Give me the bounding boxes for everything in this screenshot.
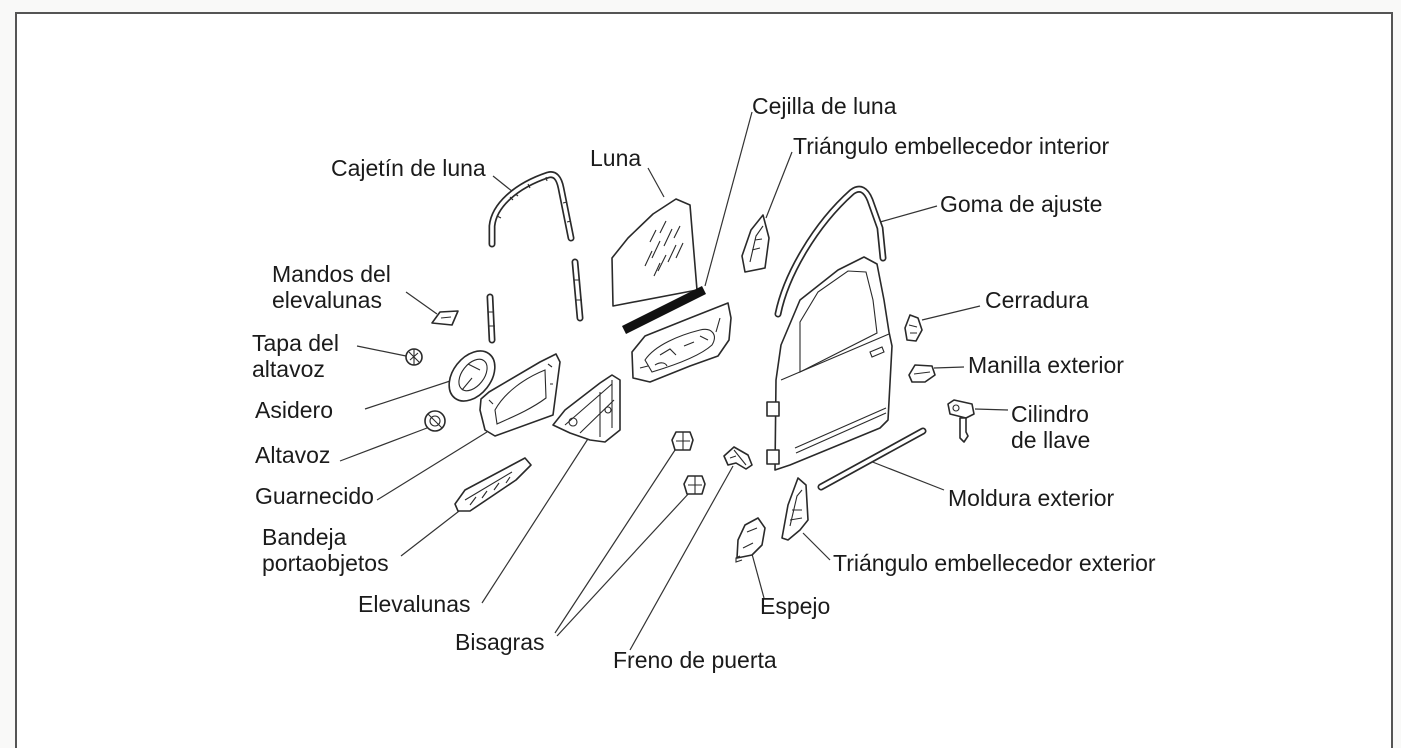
label-manilla-exterior-text: Manilla exterior: [968, 352, 1124, 378]
cejilla-strip: [621, 285, 707, 335]
leader-bisagra-superior: [554, 446, 678, 634]
label-espejo-text: Espejo: [760, 593, 831, 619]
leader-cerradura: [921, 305, 981, 321]
label-cejilla-de-luna-text: Cejilla de luna: [752, 93, 897, 119]
leader-luna: [647, 167, 665, 198]
part-bisagras: [671, 431, 706, 495]
leader-goma-de-ajuste: [879, 205, 938, 223]
label-asidero-text: Asidero: [255, 397, 333, 423]
label-altavoz: Altavoz: [255, 442, 330, 468]
label-tapa-line-1: Tapa del: [252, 330, 339, 356]
label-cilindro-line-1: Cilindro: [1011, 401, 1089, 427]
part-manilla-exterior: [908, 364, 936, 383]
leader-freno-de-puerta: [629, 465, 734, 651]
label-elevalunas-text: Elevalunas: [358, 591, 471, 617]
leader-elevalunas: [481, 413, 605, 604]
part-cejilla-de-luna: [621, 285, 707, 335]
label-cilindro-line-2: de llave: [1011, 427, 1091, 453]
label-bisagras-text: Bisagras: [455, 629, 545, 655]
label-goma-de-ajuste-text: Goma de ajuste: [940, 191, 1103, 217]
label-goma-de-ajuste: Goma de ajuste: [940, 191, 1102, 217]
label-cilindro-de-llave: Cilindro de llave: [1011, 401, 1090, 453]
label-triangulo-embellecedor-exterior: Triángulo embellecedor exterior: [833, 550, 1156, 576]
part-cilindro-de-llave: [947, 399, 975, 443]
figure-frame: [15, 12, 1393, 748]
label-luna: Luna: [590, 145, 641, 171]
part-luna: [611, 198, 698, 307]
label-cerradura-text: Cerradura: [985, 287, 1089, 313]
part-tapa-del-altavoz: [405, 348, 423, 366]
label-manilla-exterior: Manilla exterior: [968, 352, 1124, 378]
label-tapa-del-altavoz: Tapa del altavoz: [252, 330, 339, 382]
leader-asidero: [364, 380, 451, 410]
part-goma-de-ajuste: [774, 185, 887, 318]
leader-bisagra-inferior: [556, 491, 691, 637]
door-hinge-tab-upper: [766, 401, 780, 417]
label-bisagras: Bisagras: [455, 629, 544, 655]
part-moldura-exterior: [817, 427, 927, 491]
leader-mandos: [405, 291, 438, 315]
part-elevalunas: [552, 374, 621, 443]
part-cerradura: [904, 314, 923, 342]
part-bandeja-portaobjetos: [454, 457, 532, 512]
leader-tapa-altavoz: [356, 345, 407, 357]
label-freno-de-puerta-text: Freno de puerta: [613, 647, 777, 673]
leader-espejo: [751, 553, 765, 599]
label-cerradura: Cerradura: [985, 287, 1089, 313]
leader-altavoz: [339, 427, 428, 462]
label-altavoz-text: Altavoz: [255, 442, 331, 468]
label-bandeja-line-2: portaobjetos: [262, 550, 389, 576]
label-moldura-exterior: Moldura exterior: [948, 485, 1114, 511]
label-freno-de-puerta: Freno de puerta: [613, 647, 777, 673]
label-guarnecido-text: Guarnecido: [255, 483, 374, 509]
label-espejo: Espejo: [760, 593, 830, 619]
leader-cejilla-de-luna: [704, 111, 753, 287]
part-triangulo-embellecedor-interior: [741, 214, 770, 273]
label-bandeja-portaobjetos: Bandeja portaobjetos: [262, 524, 389, 576]
label-triangulo-embellecedor-interior: Triángulo embellecedor interior: [793, 133, 1109, 159]
label-elevalunas: Elevalunas: [358, 591, 471, 617]
label-guarnecido: Guarnecido: [255, 483, 374, 509]
part-mandos-del-elevalunas: [431, 310, 459, 326]
part-altavoz: [424, 410, 446, 432]
leader-cilindro: [974, 408, 1009, 411]
leader-guarnecido: [376, 431, 488, 501]
label-cajetin-de-luna-text: Cajetín de luna: [331, 155, 486, 181]
label-mandos-line-1: Mandos del: [272, 261, 391, 287]
part-puerta-exterior: [766, 256, 893, 471]
door-hinge-tab-lower: [766, 449, 780, 465]
leader-triangulo-exterior: [802, 532, 831, 561]
label-bandeja-line-1: Bandeja: [262, 524, 347, 550]
leader-bandeja: [400, 507, 464, 557]
label-moldura-exterior-text: Moldura exterior: [948, 485, 1115, 511]
part-espejo: [735, 517, 766, 563]
leader-triangulo-interior: [765, 151, 793, 219]
label-mandos-line-2: elevalunas: [272, 287, 382, 313]
part-freno-de-puerta: [723, 446, 753, 470]
label-asidero: Asidero: [255, 397, 333, 423]
label-cejilla-de-luna: Cejilla de luna: [752, 93, 896, 119]
label-mandos-del-elevalunas: Mandos del elevalunas: [272, 261, 391, 313]
leader-manilla-exterior: [933, 366, 965, 369]
label-triangulo-embellecedor-exterior-text: Triángulo embellecedor exterior: [833, 550, 1156, 576]
label-triangulo-embellecedor-interior-text: Triángulo embellecedor interior: [793, 133, 1110, 159]
part-guarnecido: [479, 353, 561, 437]
leader-moldura-exterior: [869, 460, 945, 491]
part-triangulo-embellecedor-exterior: [781, 477, 809, 541]
part-panel-interior: [631, 302, 732, 383]
label-luna-text: Luna: [590, 145, 642, 171]
label-cajetin-de-luna: Cajetín de luna: [331, 155, 486, 181]
part-asidero: [448, 350, 496, 402]
leader-lines: [339, 111, 1009, 651]
part-cajetin-de-luna: [486, 171, 584, 344]
label-tapa-line-2: altavoz: [252, 356, 325, 382]
